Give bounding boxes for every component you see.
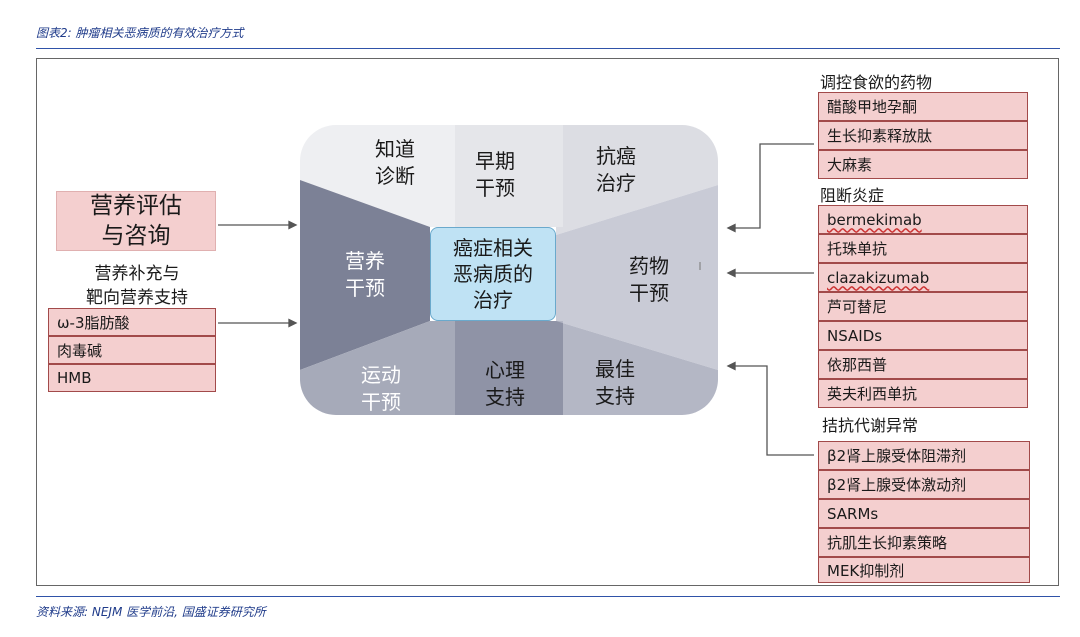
label-nutrition: 营养 干预 xyxy=(345,249,385,300)
list-item: 肉毒碱 xyxy=(48,336,216,364)
list-item-text: clazakizumab xyxy=(827,268,930,287)
source-divider xyxy=(36,596,1060,597)
list-item: 醋酸甲地孕酮 xyxy=(818,92,1028,121)
nutrition-support-label: 营养补充与 靶向营养支持 xyxy=(86,264,188,308)
label-early-intervention: 早期 干预 xyxy=(475,149,515,200)
label-psych: 心理 支持 xyxy=(485,358,525,409)
list-item: 大麻素 xyxy=(818,150,1028,179)
list-item: β2肾上腺受体阻滞剂 xyxy=(818,441,1030,470)
segment-know-diagnosis xyxy=(300,125,455,227)
list-item: 芦可替尼 xyxy=(818,292,1028,321)
list-item: SARMs xyxy=(818,499,1030,528)
source-note: 资料来源: NEJM 医学前沿, 国盛证券研究所 xyxy=(36,605,266,619)
segment-nutrition xyxy=(300,180,430,370)
list-item: 抗肌生长抑素策略 xyxy=(818,528,1030,557)
list-item: 生长抑素释放肽 xyxy=(818,121,1028,150)
segment-anticancer xyxy=(556,125,718,235)
list-item: MEK抑制剂 xyxy=(818,557,1030,583)
list-item-text: bermekimab xyxy=(827,210,922,229)
figure-caption: 图表2: 肿瘤相关恶病质的有效治疗方式 xyxy=(36,26,244,40)
list-item: 英夫利西单抗 xyxy=(818,379,1028,408)
label-anticancer: 抗癌 治疗 xyxy=(596,144,636,195)
list-item: clazakizumab xyxy=(818,263,1028,292)
arrow-metabolic xyxy=(734,365,814,456)
nutrition-assessment-box: 营养评估 与咨询 xyxy=(56,191,216,251)
list-item: bermekimab xyxy=(818,205,1028,234)
metabolic-label: 拮抗代谢异常 xyxy=(822,416,919,435)
list-item: 托珠单抗 xyxy=(818,234,1028,263)
caption-divider xyxy=(36,48,1060,49)
list-item: HMB xyxy=(48,364,216,392)
diagram-frame xyxy=(36,58,1059,586)
label-drug: 药物 干预 xyxy=(629,254,669,305)
list-item: NSAIDs xyxy=(818,321,1028,350)
list-item: β2肾上腺受体激动剂 xyxy=(818,470,1030,499)
segment-exercise xyxy=(300,321,455,415)
segment-early-intervention xyxy=(455,125,563,227)
segment-psych xyxy=(455,321,563,415)
arrow-appetite xyxy=(734,143,814,229)
label-know-diagnosis: 知道 诊断 xyxy=(375,137,415,188)
segment-best-support xyxy=(556,321,718,415)
segment-drug xyxy=(556,185,718,370)
label-best-support: 最佳 支持 xyxy=(595,357,635,408)
list-item: ω-3脂肪酸 xyxy=(48,308,216,336)
center-title: 癌症相关 恶病质的 治疗 xyxy=(430,227,556,321)
inflammation-label: 阻断炎症 xyxy=(820,186,885,205)
appetite-drugs-label: 调控食欲的药物 xyxy=(820,73,933,92)
label-exercise: 运动 干预 xyxy=(361,363,401,414)
list-item: 依那西普 xyxy=(818,350,1028,379)
